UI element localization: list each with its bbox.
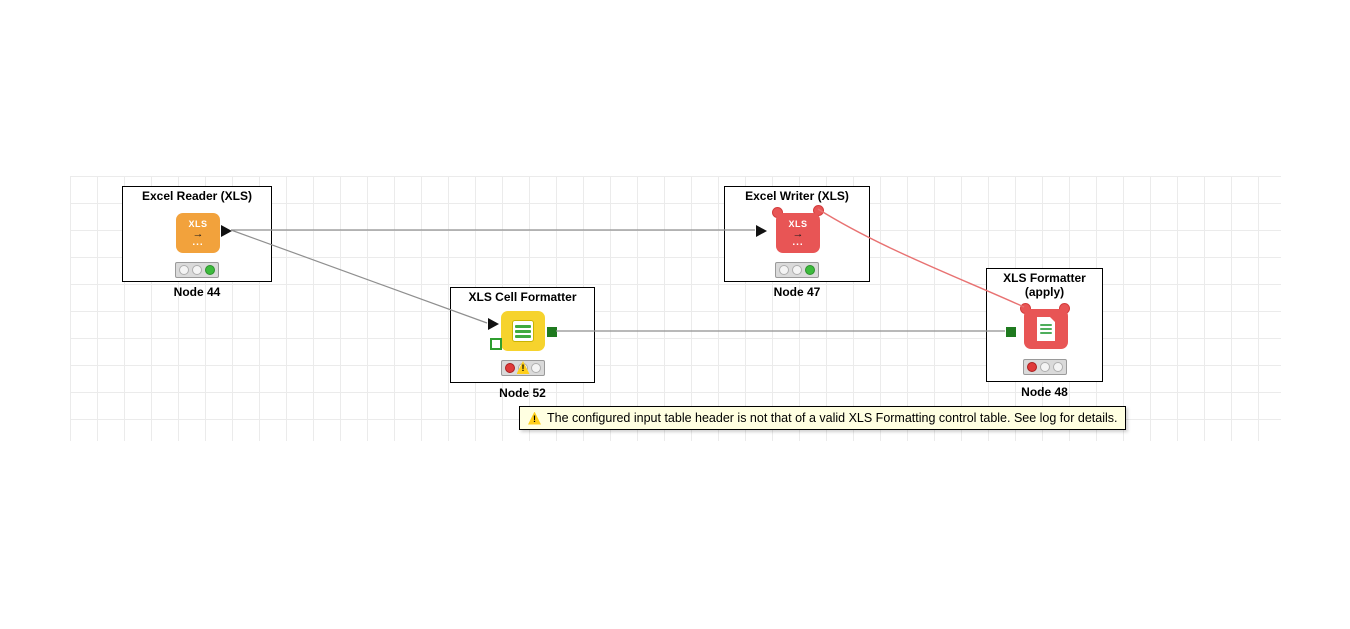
node-xls-cell-formatter[interactable]: XLS Cell Formatter !	[450, 287, 595, 383]
node-excel-reader[interactable]: Excel Reader (XLS) XLS → ...	[122, 186, 272, 282]
node-excel-writer[interactable]: Excel Writer (XLS) XLS → ...	[724, 186, 870, 282]
status-dot	[779, 265, 789, 275]
warning-icon: !	[528, 411, 541, 425]
output-port[interactable]	[547, 327, 557, 337]
status-dot-red	[504, 363, 515, 373]
status-traffic-light	[175, 262, 219, 278]
output-port[interactable]	[221, 225, 232, 237]
document-icon	[1037, 317, 1055, 341]
icon-label: XLS	[188, 219, 208, 229]
icon-label: XLS	[788, 219, 808, 229]
formatter-apply-icon[interactable]	[1024, 309, 1068, 349]
node-title: Excel Writer (XLS)	[745, 189, 849, 203]
status-traffic-light	[775, 262, 819, 278]
status-dot-green	[205, 265, 215, 275]
node-caption: Node 48	[1021, 385, 1068, 399]
input-port[interactable]	[1006, 327, 1016, 337]
status-traffic-light	[1022, 359, 1067, 375]
ellipsis-icon: ...	[792, 237, 804, 248]
node-caption: Node 44	[173, 285, 221, 299]
warning-tooltip: ! The configured input table header is n…	[519, 406, 1127, 430]
input-port[interactable]	[488, 318, 499, 330]
status-dot-green	[805, 265, 815, 275]
optional-input-port[interactable]	[490, 338, 502, 350]
arrow-icon: →	[792, 228, 804, 240]
status-dot	[192, 265, 202, 275]
node-subtitle: (apply)	[1024, 285, 1065, 299]
node-title: XLS Formatter	[1003, 271, 1086, 285]
input-port[interactable]	[756, 225, 767, 237]
cell-formatter-icon[interactable]	[501, 311, 545, 351]
status-traffic-light: !	[500, 360, 545, 376]
list-icon	[512, 320, 534, 342]
status-dot	[792, 265, 802, 275]
excel-reader-icon[interactable]: XLS → ...	[176, 213, 220, 253]
excel-writer-icon[interactable]: XLS → ...	[776, 213, 820, 253]
node-title: XLS Cell Formatter	[468, 290, 577, 304]
ellipsis-icon: ...	[192, 237, 204, 248]
node-title: Excel Reader (XLS)	[141, 189, 253, 203]
status-dot-red	[1026, 362, 1037, 372]
arrow-icon: →	[192, 228, 204, 240]
node-xls-formatter-apply[interactable]: XLS Formatter (apply)	[986, 268, 1103, 382]
tooltip-text: The configured input table header is not…	[547, 411, 1118, 425]
node-caption: Node 52	[499, 386, 546, 400]
status-dot	[1039, 362, 1050, 372]
status-dot	[179, 265, 189, 275]
status-dot	[1052, 362, 1063, 372]
node-caption: Node 47	[773, 285, 821, 299]
status-dot	[530, 363, 541, 373]
